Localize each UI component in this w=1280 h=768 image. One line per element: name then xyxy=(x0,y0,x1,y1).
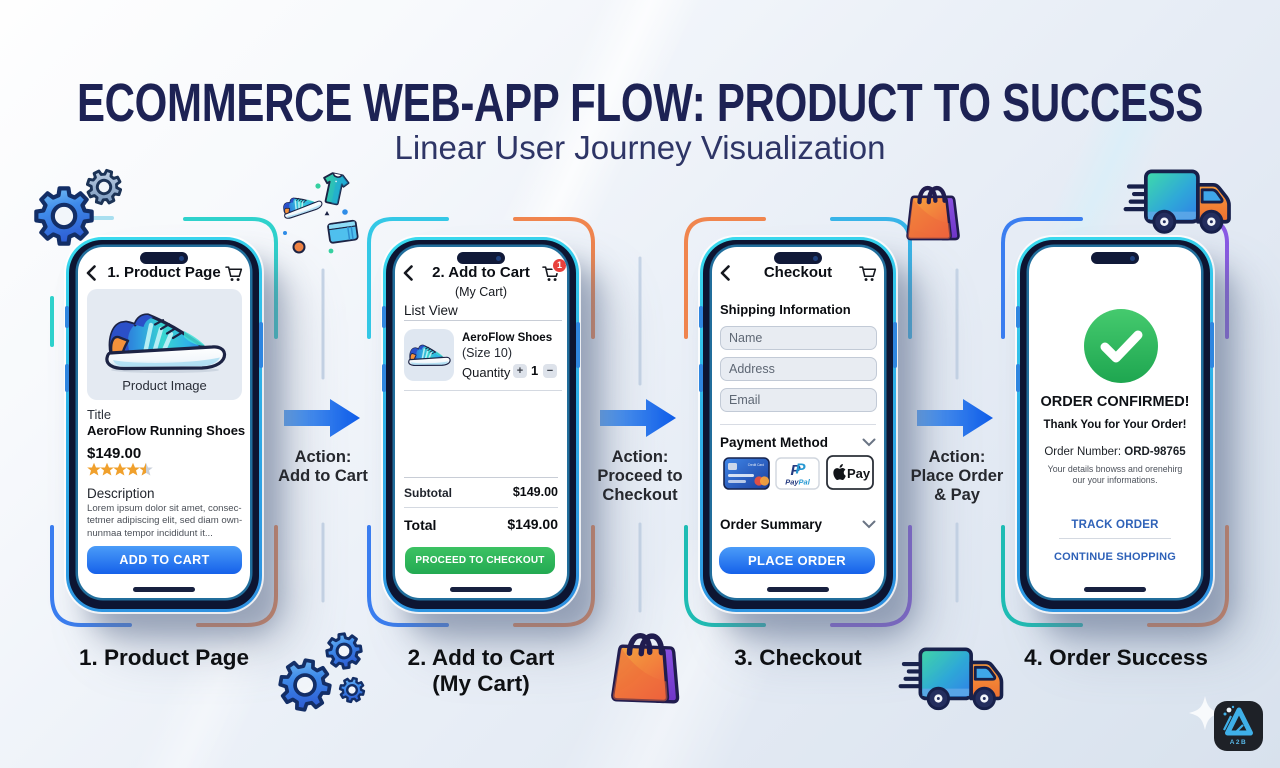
svg-text:A2B: A2B xyxy=(1230,739,1248,746)
svg-text:P: P xyxy=(790,462,801,479)
svg-text:PayPal: PayPal xyxy=(785,478,811,487)
svg-text:P: P xyxy=(795,461,806,478)
svg-text:Credit Card: Credit Card xyxy=(748,463,765,467)
svg-text:Pay: Pay xyxy=(847,466,871,481)
